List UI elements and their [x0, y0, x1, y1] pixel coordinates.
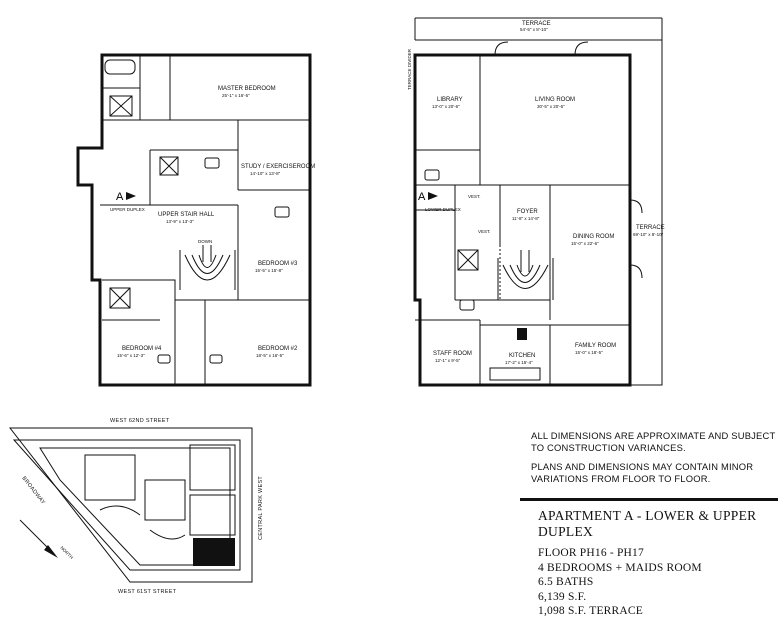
- site-plan: NORTH WEST 62ND STREET WEST 61ST STREET …: [8, 418, 264, 595]
- room-dims: 15'-5" x 15'-8": [255, 268, 283, 273]
- room-name: DINING ROOM: [573, 234, 614, 240]
- street-label-broadway: BROADWAY: [20, 476, 46, 506]
- street-label-west-62nd: WEST 62ND STREET: [110, 418, 170, 424]
- room-name: MASTER BEDROOM: [218, 86, 276, 92]
- upper-stair-label: DOWN: [198, 239, 212, 244]
- spec-floor: FLOOR PH16 - PH17: [538, 547, 644, 559]
- upper-marker-label: UPPER DUPLEX: [110, 207, 145, 212]
- note-variations: PLANS AND DIMENSIONS MAY CONTAIN MINOR V…: [531, 461, 754, 484]
- room-dims: 14'-10" x 13'-8": [250, 171, 281, 176]
- spec-area: 6,139 S.F.: [538, 590, 587, 603]
- lower-duplex-plan: A LOWER DUPLEX TERRACE DIVIDER VEST. VES…: [407, 17, 665, 387]
- vest-label: VEST.: [468, 194, 481, 199]
- room-name: BEDROOM #3: [258, 261, 298, 267]
- room-dims: 17'-2" x 15'-4": [505, 360, 533, 365]
- room-name: KITCHEN: [509, 353, 535, 359]
- upper-duplex-plan: A UPPER DUPLEX DOWN MASTER BEDROOM 25'-1…: [76, 53, 315, 387]
- room-name: TERRACE: [522, 21, 551, 27]
- room-name: LIBRARY: [437, 97, 463, 103]
- room-name: STUDY / EXERCISEROOM: [241, 164, 315, 170]
- floor-plan-drawing: A UPPER DUPLEX DOWN MASTER BEDROOM 25'-1…: [8, 17, 665, 595]
- room-dims: 15'-6" x 12'-3": [117, 353, 145, 358]
- room-name: TERRACE: [636, 225, 665, 231]
- lower-marker-label: LOWER DUPLEX: [425, 207, 461, 212]
- spec-terrace: 1,098 S.F. TERRACE: [538, 605, 644, 617]
- room-dims: 12'-1" x 9'-5": [435, 358, 461, 363]
- disclaimer-notes: ALL DIMENSIONS ARE APPROXIMATE AND SUBJE…: [531, 430, 781, 492]
- room-dims: 13'-0" x 20'-6": [432, 104, 460, 109]
- room-name: UPPER STAIR HALL: [158, 212, 215, 218]
- room-name: LIVING ROOM: [535, 97, 575, 103]
- note-dimensions: ALL DIMENSIONS ARE APPROXIMATE AND SUBJE…: [531, 430, 776, 453]
- vest-label: VEST.: [478, 229, 491, 234]
- room-dims: 15'-0" x 22'-6": [571, 241, 599, 246]
- room-dims: 30'-5" x 20'-6": [537, 104, 565, 109]
- room-name: STAFF ROOM: [433, 351, 472, 357]
- lower-marker-letter: A: [418, 191, 426, 203]
- street-label-west-61st: WEST 61ST STREET: [118, 589, 177, 595]
- upper-marker-letter: A: [116, 191, 124, 203]
- room-name: FOYER: [517, 209, 538, 215]
- room-name: FAMILY ROOM: [575, 343, 616, 349]
- room-name: BEDROOM #4: [122, 346, 162, 352]
- divider-rule: [520, 498, 778, 501]
- apartment-title: APARTMENT A - LOWER & UPPER DUPLEX: [538, 508, 757, 539]
- terrace-divider-label: TERRACE DIVIDER: [407, 48, 412, 90]
- street-label-central-park-west: CENTRAL PARK WEST: [258, 476, 264, 540]
- north-label: NORTH: [59, 545, 74, 560]
- spec-bedrooms: 4 BEDROOMS + MAIDS ROOM: [538, 561, 702, 574]
- apartment-info: APARTMENT A - LOWER & UPPER DUPLEX FLOOR…: [538, 508, 778, 619]
- room-dims: 69'-10" x 8'-10": [633, 232, 664, 237]
- room-name: BEDROOM #2: [258, 346, 298, 352]
- room-dims: 18'-5" x 16'-5": [256, 353, 284, 358]
- room-dims: 13'-9" x 13'-3": [166, 219, 194, 224]
- room-dims: 25'-1" x 16'-5": [222, 93, 250, 98]
- room-dims: 11'-8" x 14'-8": [512, 216, 540, 221]
- spec-baths: 6.5 BATHS: [538, 576, 594, 588]
- room-dims: 54'-5" x 8'-10": [520, 27, 548, 32]
- room-dims: 15'-0" x 18'-5": [575, 350, 603, 355]
